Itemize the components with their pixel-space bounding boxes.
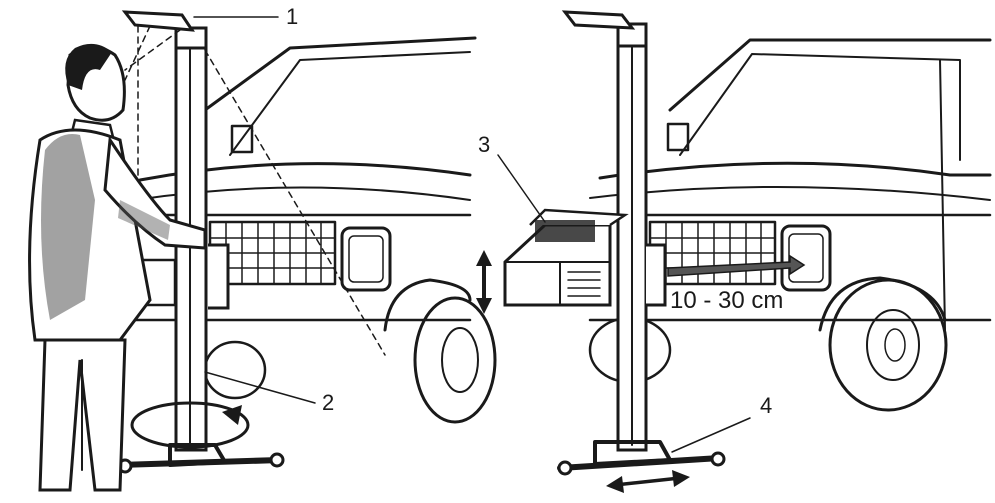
base-slide-arrow (606, 470, 690, 493)
callout-2: 2 (204, 371, 334, 415)
callout-label-4: 4 (760, 393, 772, 418)
callout-label-3: 3 (478, 132, 490, 157)
callout-4: 4 (671, 393, 772, 453)
right-panel: 10 - 30 cm 3 4 (478, 10, 992, 493)
right-aligner (503, 10, 726, 476)
right-car (583, 38, 992, 412)
callout-label-2: 2 (322, 390, 334, 415)
callout-1: 1 (193, 4, 298, 29)
vertical-adjust-arrow (476, 250, 492, 314)
callout-label-1: 1 (286, 4, 298, 29)
man-figure (28, 43, 207, 492)
callout-3: 3 (478, 132, 546, 223)
distance-label: 10 - 30 cm (670, 287, 783, 314)
distance-arrow (667, 254, 806, 277)
left-panel: 1 2 (28, 4, 497, 492)
